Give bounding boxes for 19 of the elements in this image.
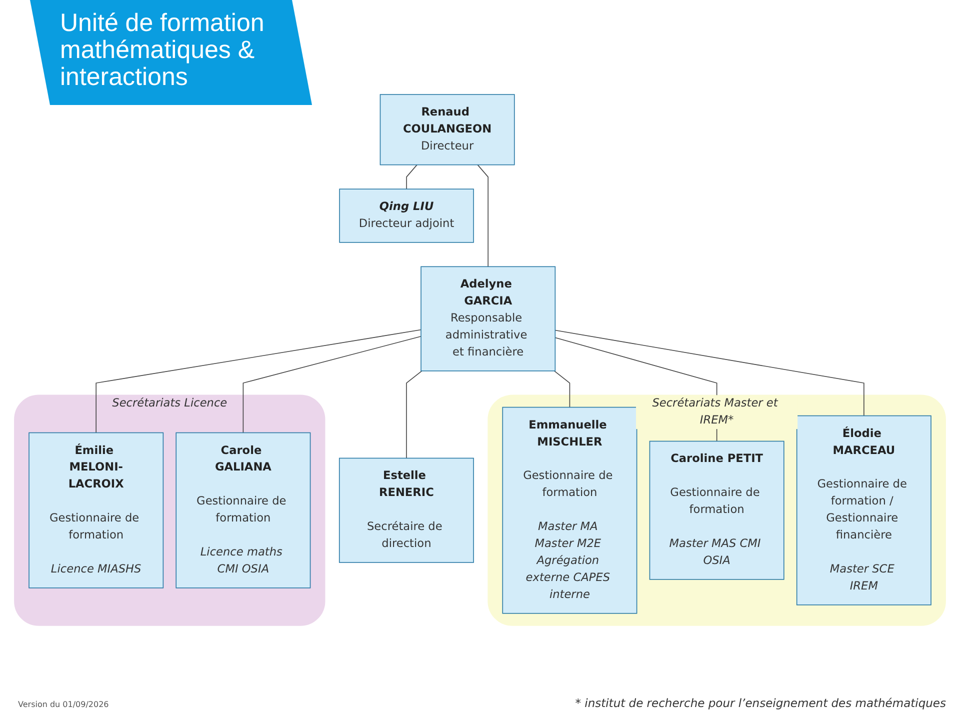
node-box: Émilie MELONI-LACROIX Gestionnaire de formation Licence MIASHS (28, 432, 164, 588)
connector (406, 164, 418, 190)
node-box: Renaud COULANGEON Directeur (380, 94, 515, 166)
connector (477, 164, 488, 268)
connector (96, 329, 422, 434)
node-box: Adelyne GARCIA Responsable administrative et financière (420, 266, 556, 372)
node-box: Carole GALIANA Gestionnaire de formation Licence maths CMI OSIA (176, 432, 311, 588)
version-note: Version du 01/09/2026 (18, 700, 109, 709)
node-box: Élodie MARCEAU Gestionnaire de formation / Gestionnaire financière Master SCE IREM (796, 415, 932, 606)
node-box: Qing LIU Directeur adjoint (339, 188, 474, 243)
footnote: * institut de recherche pour l’enseignement des mathématiques (575, 696, 946, 710)
node-box: Emmanuelle MISCHLER Gestionnaire de formation Master MA Master M2E Agrégation externe CAPES interne (502, 406, 638, 614)
connector (554, 370, 570, 408)
node-box: Estelle RENERIC Secrétaire de direction (338, 458, 474, 563)
connector (242, 336, 422, 434)
node-box: Caroline PETIT Gestionnaire de formation Master MAS CMI OSIA (649, 440, 784, 580)
title: Unité de formation mathématiques & interactions (30, 0, 312, 105)
connector (406, 370, 422, 459)
connector (554, 330, 864, 416)
